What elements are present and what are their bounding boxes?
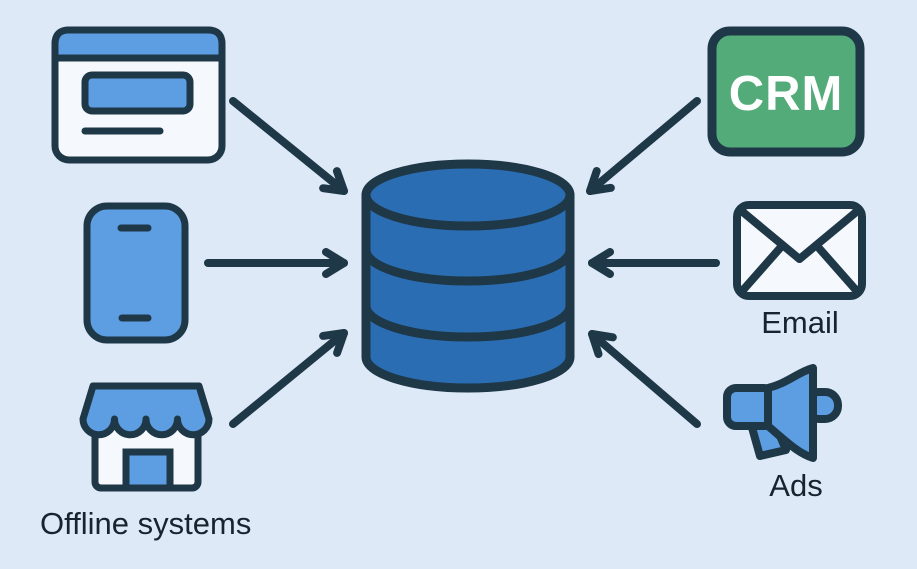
smartphone-icon <box>83 202 189 344</box>
arrow-ads-to-database <box>588 330 701 428</box>
megaphone-icon <box>723 364 842 462</box>
storefront-icon <box>79 382 213 492</box>
database-icon <box>361 159 575 393</box>
arrow-crm-to-database <box>586 97 701 195</box>
email-label: Email <box>761 305 839 340</box>
browser-titlebar <box>51 26 226 62</box>
offline-systems-label: Offline systems <box>40 506 251 541</box>
megaphone-horn <box>764 364 817 462</box>
database-divider-1 <box>361 249 575 286</box>
ads-label: Ads <box>769 468 822 503</box>
store-awning <box>79 382 213 439</box>
envelope-folds <box>740 243 859 293</box>
database-top-cap <box>361 159 575 231</box>
store-door <box>122 448 174 492</box>
crm-label: CRM <box>729 67 844 121</box>
envelope-icon <box>733 201 866 300</box>
browser-window-icon <box>51 26 226 164</box>
arrow-website-to-database <box>229 97 348 195</box>
database-divider-2 <box>361 305 575 342</box>
arrow-offline-to-database <box>229 329 348 428</box>
browser-content-block <box>81 71 194 115</box>
envelope-flap <box>740 209 859 263</box>
crm-badge: CRM <box>707 26 865 157</box>
